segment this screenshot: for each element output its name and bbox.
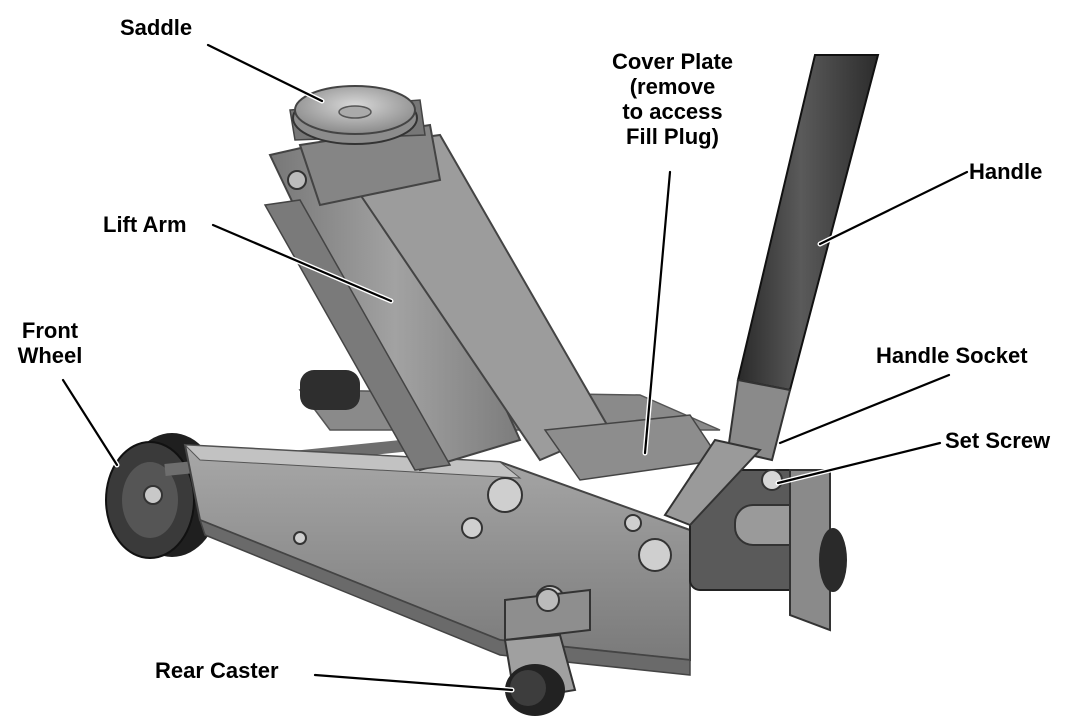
set-screw-label: Set Screw — [945, 428, 1051, 453]
cover-plate-label-line-2: (remove — [629, 74, 716, 99]
front-wheel-label-line-1: Front — [21, 318, 79, 343]
lift-arm — [263, 123, 612, 472]
rear-caster-label: Rear Caster — [155, 658, 279, 683]
pump-assembly — [689, 469, 847, 632]
saddle-label: Saddle — [120, 15, 193, 40]
cover-plate-label-line-4: Fill Plug) — [626, 124, 719, 149]
saddle — [289, 85, 426, 145]
lift-arm-label: Lift Arm — [103, 212, 187, 237]
handle — [663, 54, 880, 527]
cover-plate-label-line-1: Cover Plate — [611, 49, 734, 74]
handle-socket-label: Handle Socket — [876, 343, 1028, 368]
cover-plate-label-line-3: to access — [622, 99, 723, 124]
leader-lines — [60, 42, 970, 693]
handle-label: Handle — [969, 159, 1043, 184]
cover-plate-label: Cover Plate (remove to access Fill Plug) — [585, 49, 760, 149]
front-wheel-label-line-2: Wheel — [17, 343, 83, 368]
side-frame — [183, 443, 691, 676]
rear-caster — [503, 588, 591, 716]
front-wheel-label: Front Wheel — [5, 318, 95, 368]
